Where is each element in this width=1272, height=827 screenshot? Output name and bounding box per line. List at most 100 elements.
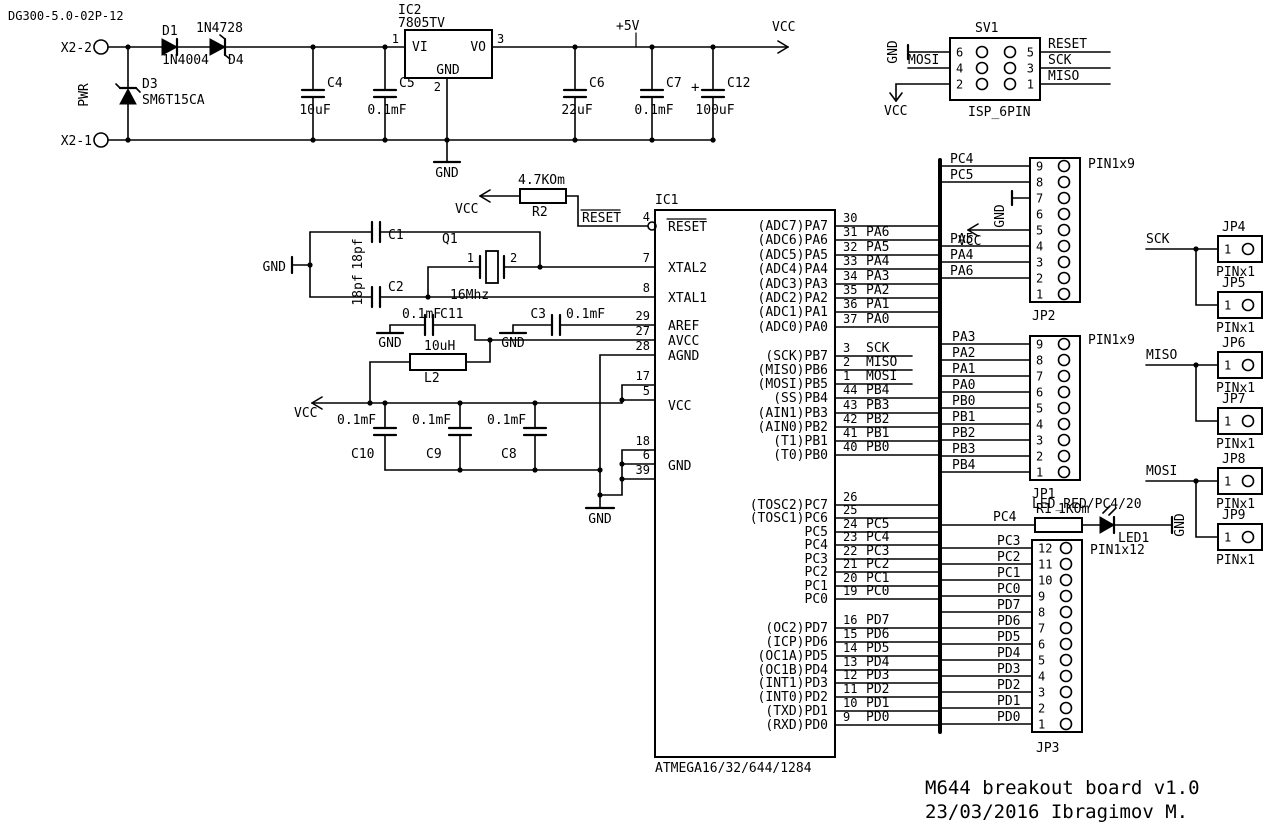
mcu-pin-label: (INT0)PD2 bbox=[758, 690, 828, 705]
net-label: PC1 bbox=[866, 571, 889, 586]
pin-circle bbox=[1003, 61, 1017, 75]
mcu-pin-label: (TOSC1)PC6 bbox=[750, 511, 828, 526]
pin-number: 1 bbox=[467, 251, 474, 265]
pin-circle bbox=[1057, 449, 1071, 463]
connector-jp5 bbox=[1217, 291, 1263, 319]
component-ref: C5 bbox=[399, 76, 415, 91]
junction-dot bbox=[649, 137, 655, 143]
net-label: PC0 bbox=[866, 584, 889, 599]
pin-number: 41 bbox=[843, 426, 857, 440]
connector-type: PINx1 bbox=[1216, 497, 1255, 512]
pin-number: 4 bbox=[643, 210, 650, 224]
component-value: 0.1mF bbox=[487, 413, 526, 428]
pin-number: 8 bbox=[1036, 354, 1043, 368]
net-label: PA5 bbox=[950, 232, 973, 247]
wire bbox=[379, 231, 541, 268]
wire bbox=[599, 354, 656, 509]
pin-number: 21 bbox=[843, 557, 857, 571]
mcu-pin-label: (SS)PB4 bbox=[773, 391, 828, 406]
pin-circle bbox=[1057, 239, 1071, 253]
pin-number: 1 bbox=[1027, 78, 1034, 92]
connector-type: PINx1 bbox=[1216, 553, 1255, 568]
connector-ref: JP2 bbox=[1032, 309, 1055, 324]
component-ref: R2 bbox=[532, 205, 548, 220]
connector-jp9 bbox=[1217, 523, 1263, 551]
mcu-pin-label: (ADC2)PA2 bbox=[758, 291, 828, 306]
net-label: PA4 bbox=[866, 254, 890, 269]
mcu-pin-label: (OC1B)PD4 bbox=[758, 663, 829, 678]
diode-d4 bbox=[209, 38, 227, 56]
component-ref: C4 bbox=[327, 76, 343, 91]
pin-circle bbox=[1057, 385, 1071, 399]
pin-number: 9 bbox=[1038, 590, 1045, 604]
net-label: MOSI bbox=[866, 369, 897, 384]
component-ref: L2 bbox=[424, 371, 440, 386]
connector-type: PIN1x12 bbox=[1090, 543, 1145, 558]
junction-dot bbox=[425, 294, 431, 300]
pin-circle bbox=[1057, 417, 1071, 431]
pin-number: 25 bbox=[843, 503, 857, 517]
net-label: MISO bbox=[866, 355, 897, 370]
mcu-pin-label: PC4 bbox=[805, 538, 829, 553]
pin-number: 3 bbox=[1027, 62, 1034, 76]
pin-number: 1 bbox=[392, 32, 399, 46]
pin-number: 1 bbox=[1036, 466, 1043, 480]
pin-circle bbox=[1059, 685, 1073, 699]
pin-number: 3 bbox=[1038, 686, 1045, 700]
pin-number: 2 bbox=[956, 78, 963, 92]
junction-dot bbox=[382, 137, 388, 143]
pin-number: 9 bbox=[843, 710, 850, 724]
connector-ref: X2-1 bbox=[61, 134, 92, 149]
title-line2: 23/03/2016 Ibragimov M. bbox=[925, 801, 1188, 823]
vcc-arrow bbox=[777, 40, 789, 48]
junction-dot bbox=[532, 467, 538, 473]
connector-ref: SV1 bbox=[975, 21, 998, 36]
pin-number: 7 bbox=[1036, 192, 1043, 206]
mcu-pin-label: (TXD)PD1 bbox=[765, 704, 828, 719]
net-label: SCK bbox=[1146, 232, 1170, 247]
mcu-box bbox=[654, 209, 836, 758]
pin-number: 5 bbox=[1038, 654, 1045, 668]
pin-wire bbox=[1195, 480, 1219, 538]
junction-dot bbox=[310, 137, 316, 143]
connector-sv1 bbox=[949, 37, 1041, 101]
pin-number: 40 bbox=[843, 440, 857, 454]
connector-jp3 bbox=[1031, 539, 1083, 733]
mcu-pin-label: (ICP)PD6 bbox=[765, 635, 828, 650]
junction-dot bbox=[382, 400, 388, 406]
component-value: 0.1mF bbox=[566, 307, 605, 322]
title-line1: M644 breakout board v1.0 bbox=[925, 777, 1200, 799]
pin-number: 1 bbox=[1224, 359, 1231, 373]
pin-circle bbox=[1241, 298, 1255, 312]
pin-number: 43 bbox=[843, 398, 857, 412]
net-label: PD4 bbox=[866, 655, 890, 670]
pin-number: 27 bbox=[636, 324, 650, 338]
net-label: PD6 bbox=[997, 614, 1020, 629]
pin-number: 6 bbox=[643, 448, 650, 462]
component-value: 1N4728 bbox=[196, 21, 243, 36]
pin-number: 11 bbox=[1038, 558, 1052, 572]
mcu-pin-label: GND bbox=[668, 459, 692, 474]
pin-number: 8 bbox=[1036, 176, 1043, 190]
junction-dot bbox=[382, 44, 388, 50]
pin-number: 4 bbox=[956, 62, 963, 76]
pin-circle bbox=[1057, 433, 1071, 447]
pin-number: 2 bbox=[1038, 702, 1045, 716]
component-ref: LED1 bbox=[1118, 531, 1149, 546]
pin-number: 2 bbox=[843, 355, 850, 369]
pin-circle bbox=[1057, 401, 1071, 415]
junction-dot bbox=[532, 400, 538, 406]
mcu-pin-label: (AIN0)PB2 bbox=[758, 420, 828, 435]
vcc-arrow bbox=[311, 396, 323, 404]
junction-dot bbox=[619, 461, 625, 467]
net-label: PC3 bbox=[866, 544, 889, 559]
vcc-arrow bbox=[311, 402, 323, 410]
pin-circle bbox=[1059, 621, 1073, 635]
mcu-pin-label: (ADC3)PA3 bbox=[758, 277, 828, 292]
pin-number: 31 bbox=[843, 225, 857, 239]
mcu-pin-label: (ADC1)PA1 bbox=[758, 305, 828, 320]
net-label: PC2 bbox=[997, 550, 1020, 565]
connector-jp7 bbox=[1217, 407, 1263, 435]
mcu-pin-label: (ADC4)PA4 bbox=[758, 262, 829, 277]
